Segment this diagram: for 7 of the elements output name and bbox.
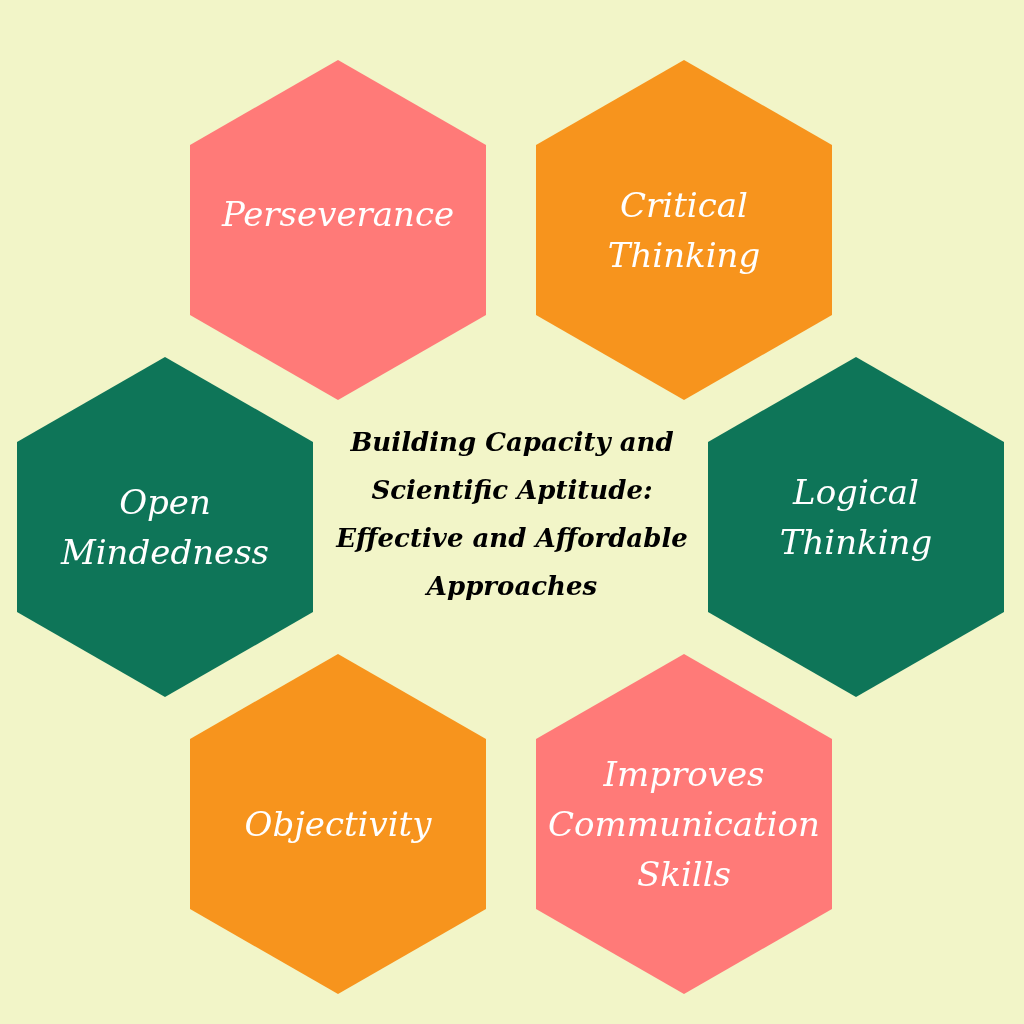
tile-label: Perseverance	[220, 193, 456, 236]
tile-label: Open Mindedness	[59, 481, 271, 574]
tile-label: Logical Thinking	[778, 471, 934, 564]
tile-label: Improves Communication Skills	[547, 753, 821, 896]
center-title: Building Capacity and Scientific Aptitude: Effective and Affordable Approaches	[334, 426, 689, 603]
tile-label: Objectivity	[243, 803, 433, 846]
tile-label: Critical Thinking	[606, 184, 762, 277]
